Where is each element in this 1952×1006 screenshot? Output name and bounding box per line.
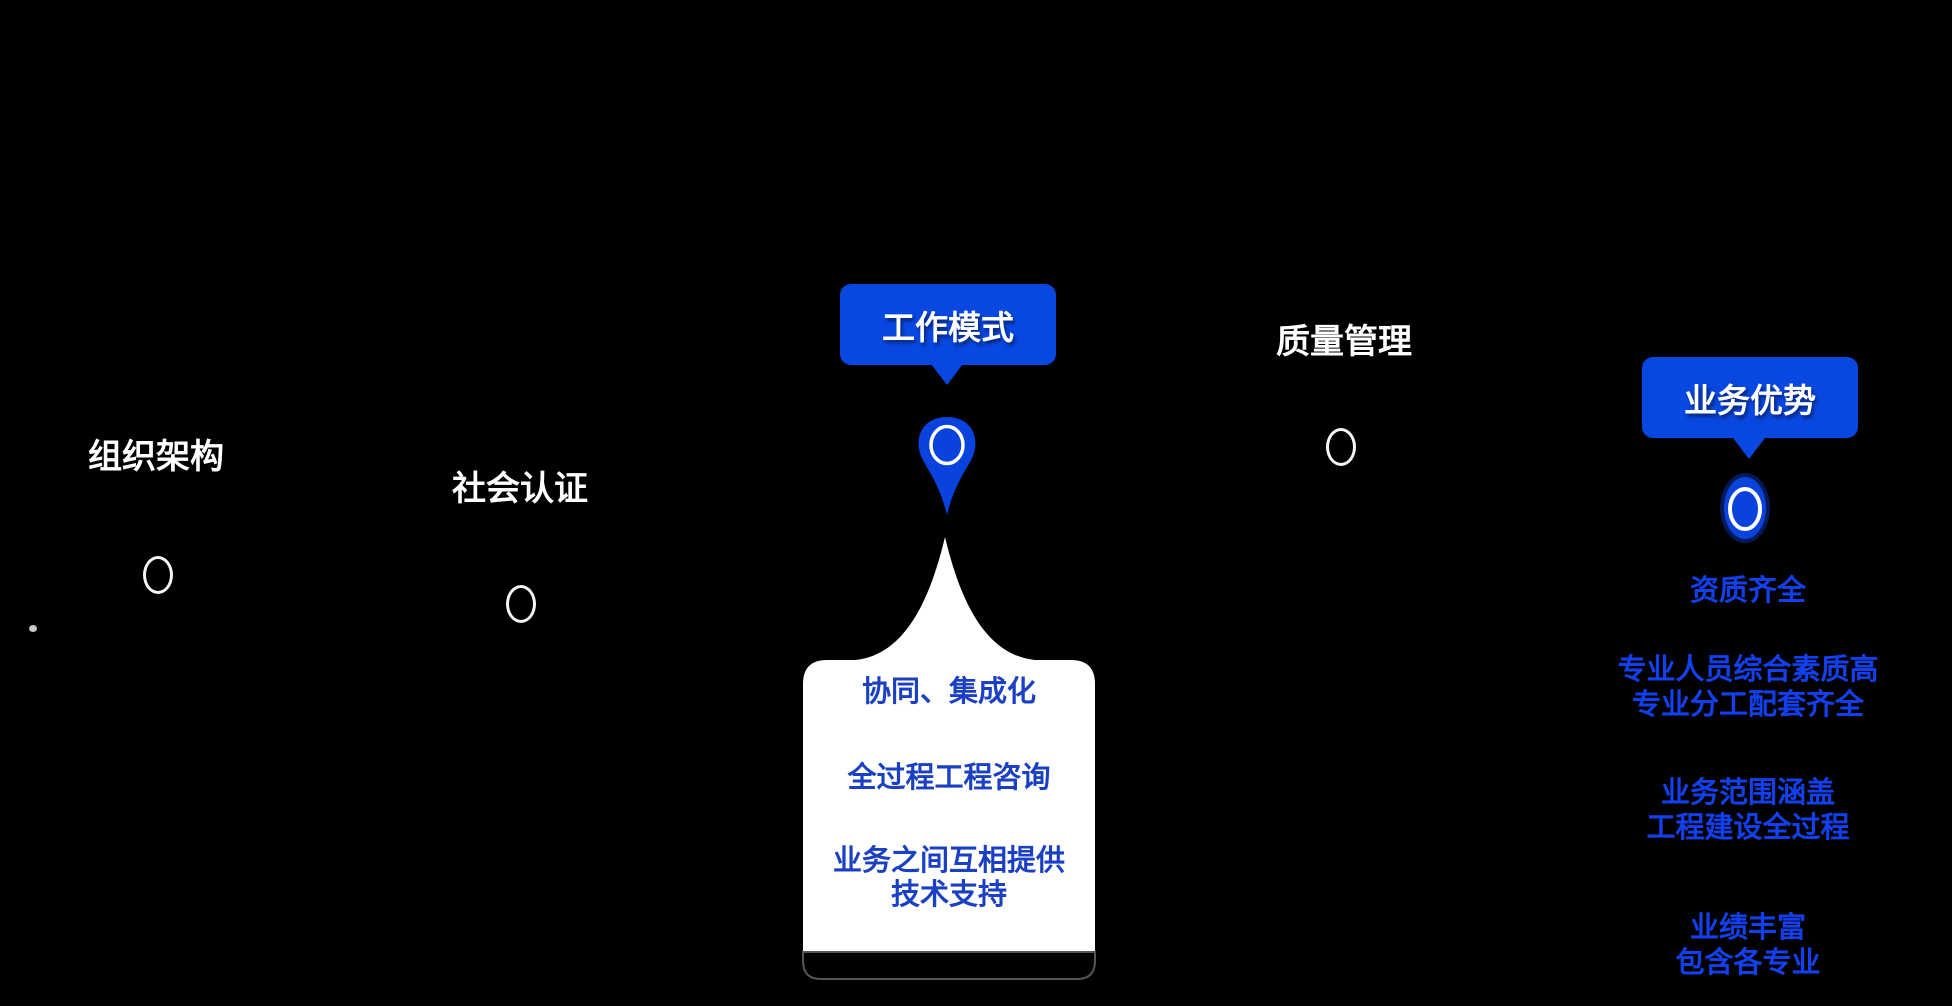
- callout-yewu-tail-icon: [1733, 438, 1765, 459]
- bubble-text-line1: 协同、集成化: [861, 676, 1037, 708]
- advantage-2-line2: 专业分工配套齐全: [1631, 689, 1865, 721]
- advantage-1-line1: 资质齐全: [1689, 575, 1807, 607]
- advantage-3-line2: 工程建设全过程: [1646, 812, 1850, 844]
- timeline-marker-zhiliang-icon: [1326, 428, 1356, 466]
- timeline-dot-icon: [29, 625, 37, 632]
- glow-pin-icon: [1720, 473, 1770, 543]
- bubble-text-line3a: 业务之间互相提供: [832, 845, 1066, 877]
- speech-bubble: [802, 537, 1096, 980]
- advantage-2-line1: 专业人员综合素质高: [1617, 654, 1879, 686]
- callout-gongzuo-label: 工作模式: [882, 308, 1014, 346]
- callout-yewu: 业务优势: [1642, 357, 1858, 438]
- timeline-marker-zuzhi-icon: [143, 556, 173, 594]
- callout-gongzuo-tail-icon: [931, 364, 963, 385]
- node-label-shehui: 社会认证: [452, 470, 588, 508]
- node-label-zuzhi: 组织架构: [88, 438, 224, 476]
- advantage-3-line1: 业务范围涵盖: [1660, 777, 1836, 809]
- bubble-text-line3b: 技术支持: [890, 879, 1008, 911]
- node-label-zhiliang: 质量管理: [1276, 323, 1412, 361]
- map-pin-icon: [918, 417, 976, 515]
- callout-yewu-label: 业务优势: [1684, 381, 1816, 419]
- advantage-4-line1: 业绩丰富: [1689, 912, 1807, 944]
- advantage-4-line2: 包含各专业: [1675, 947, 1821, 979]
- speech-bubble-footer: [802, 951, 1096, 980]
- timeline-marker-shehui-icon: [506, 585, 536, 623]
- callout-gongzuo: 工作模式: [840, 284, 1056, 365]
- bubble-text-line2: 全过程工程咨询: [847, 762, 1051, 794]
